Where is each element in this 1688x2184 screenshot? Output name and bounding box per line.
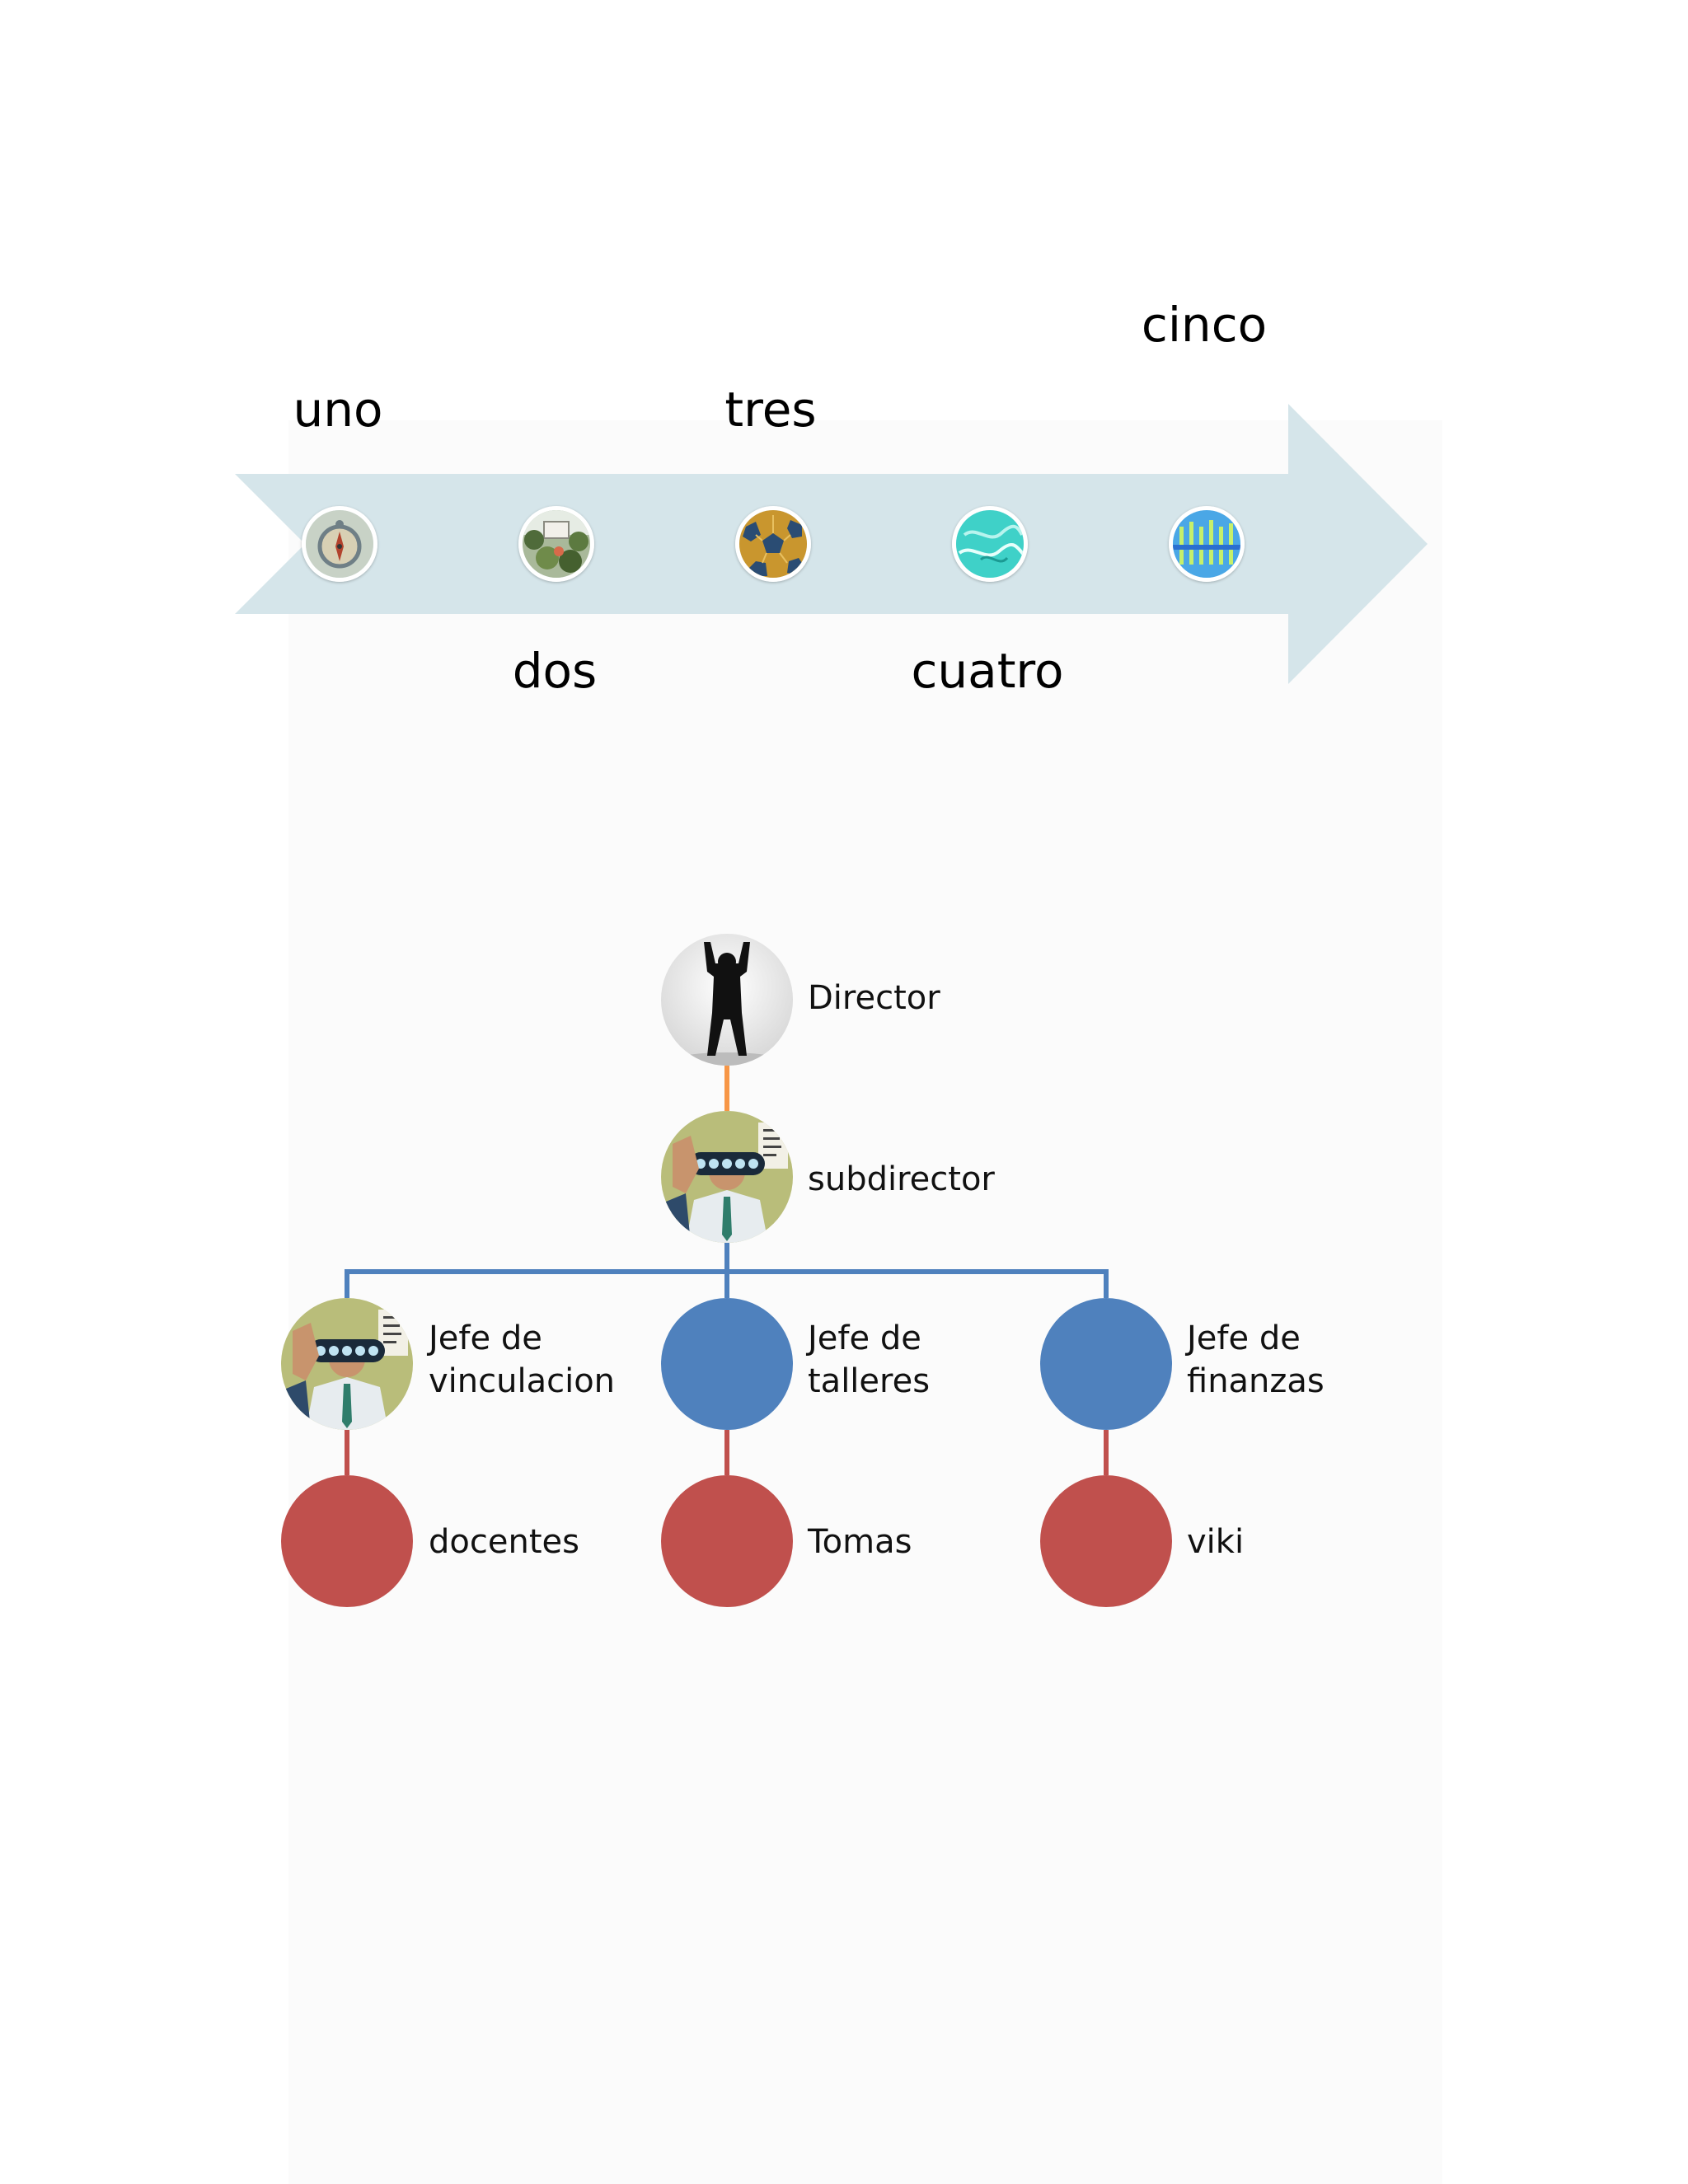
timeline-label-uno: uno: [293, 382, 383, 438]
timeline-label-cinco: cinco: [1141, 297, 1268, 353]
timeline-label-dos: dos: [512, 643, 598, 699]
soccer-ball-icon: [735, 506, 811, 582]
director-avatar: [661, 934, 793, 1066]
jefe-vinculacion-label-line2: vinculacion: [429, 1362, 616, 1400]
subdirector-avatar: [661, 1111, 793, 1243]
jefe-talleres-label-line1: Jefe de: [808, 1319, 921, 1357]
jefe-finanzas-node: [1040, 1298, 1172, 1430]
subdirector-label: subdirector: [808, 1160, 995, 1198]
jefe-finanzas-label-line2: finanzas: [1187, 1362, 1325, 1400]
viki-label: viki: [1187, 1523, 1245, 1561]
tomas-label: Tomas: [808, 1523, 912, 1561]
jefe-vinculacion-label: Jefe de vinculacion: [429, 1317, 615, 1403]
jefe-talleres-node: [661, 1298, 793, 1430]
timeline-label-tres: tres: [724, 382, 817, 438]
water-icon: [952, 506, 1028, 582]
fountain-icon: [1169, 506, 1245, 582]
jefe-talleres-label-line2: talleres: [808, 1362, 931, 1400]
timeline-arrow: [235, 404, 1428, 684]
garden-icon: [518, 506, 594, 582]
director-label: Director: [808, 979, 940, 1017]
docentes-node: [281, 1475, 413, 1607]
jefe-talleres-label: Jefe de talleres: [808, 1317, 930, 1403]
jefe-finanzas-label-line1: Jefe de: [1187, 1319, 1301, 1357]
page-background: [288, 420, 1442, 2184]
timeline-label-cuatro: cuatro: [911, 643, 1064, 699]
jefe-finanzas-label: Jefe de finanzas: [1187, 1317, 1325, 1403]
docentes-label: docentes: [429, 1523, 579, 1561]
tomas-node: [661, 1475, 793, 1607]
viki-node: [1040, 1475, 1172, 1607]
compass-icon: [302, 506, 377, 582]
jefe-vinculacion-label-line1: Jefe de: [429, 1319, 542, 1357]
jefe-vinculacion-avatar: [281, 1298, 413, 1430]
